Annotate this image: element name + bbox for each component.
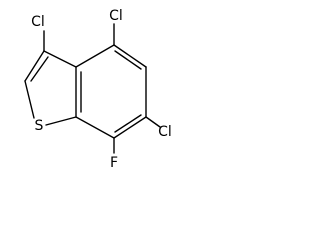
bond-c7-c7a [75, 116, 115, 139]
bond-c6-c7 [113, 116, 147, 139]
atom-label-cl-c3: Cl [31, 14, 45, 30]
bond-c2-s [24, 80, 35, 119]
atom-label-cl-c4: Cl [109, 8, 123, 24]
bond-s-c7a [45, 116, 77, 126]
bond-c6-cl [145, 116, 161, 128]
bond-c3a-c4 [75, 44, 115, 68]
atom-label-cl-c6: Cl [158, 124, 172, 140]
bond-c6-c7-double [114, 114, 142, 133]
bond-c2-c3-double [30, 56, 49, 82]
molecule-structure: Cl Cl Cl S F [24, 8, 172, 171]
bond-c4-c5-double [114, 50, 142, 70]
bond-c2-c3 [24, 50, 45, 82]
bond-c4-c5 [113, 44, 147, 68]
atom-label-s: S [35, 118, 44, 134]
bond-c3-c3a [43, 50, 77, 68]
atom-label-f: F [110, 155, 118, 171]
